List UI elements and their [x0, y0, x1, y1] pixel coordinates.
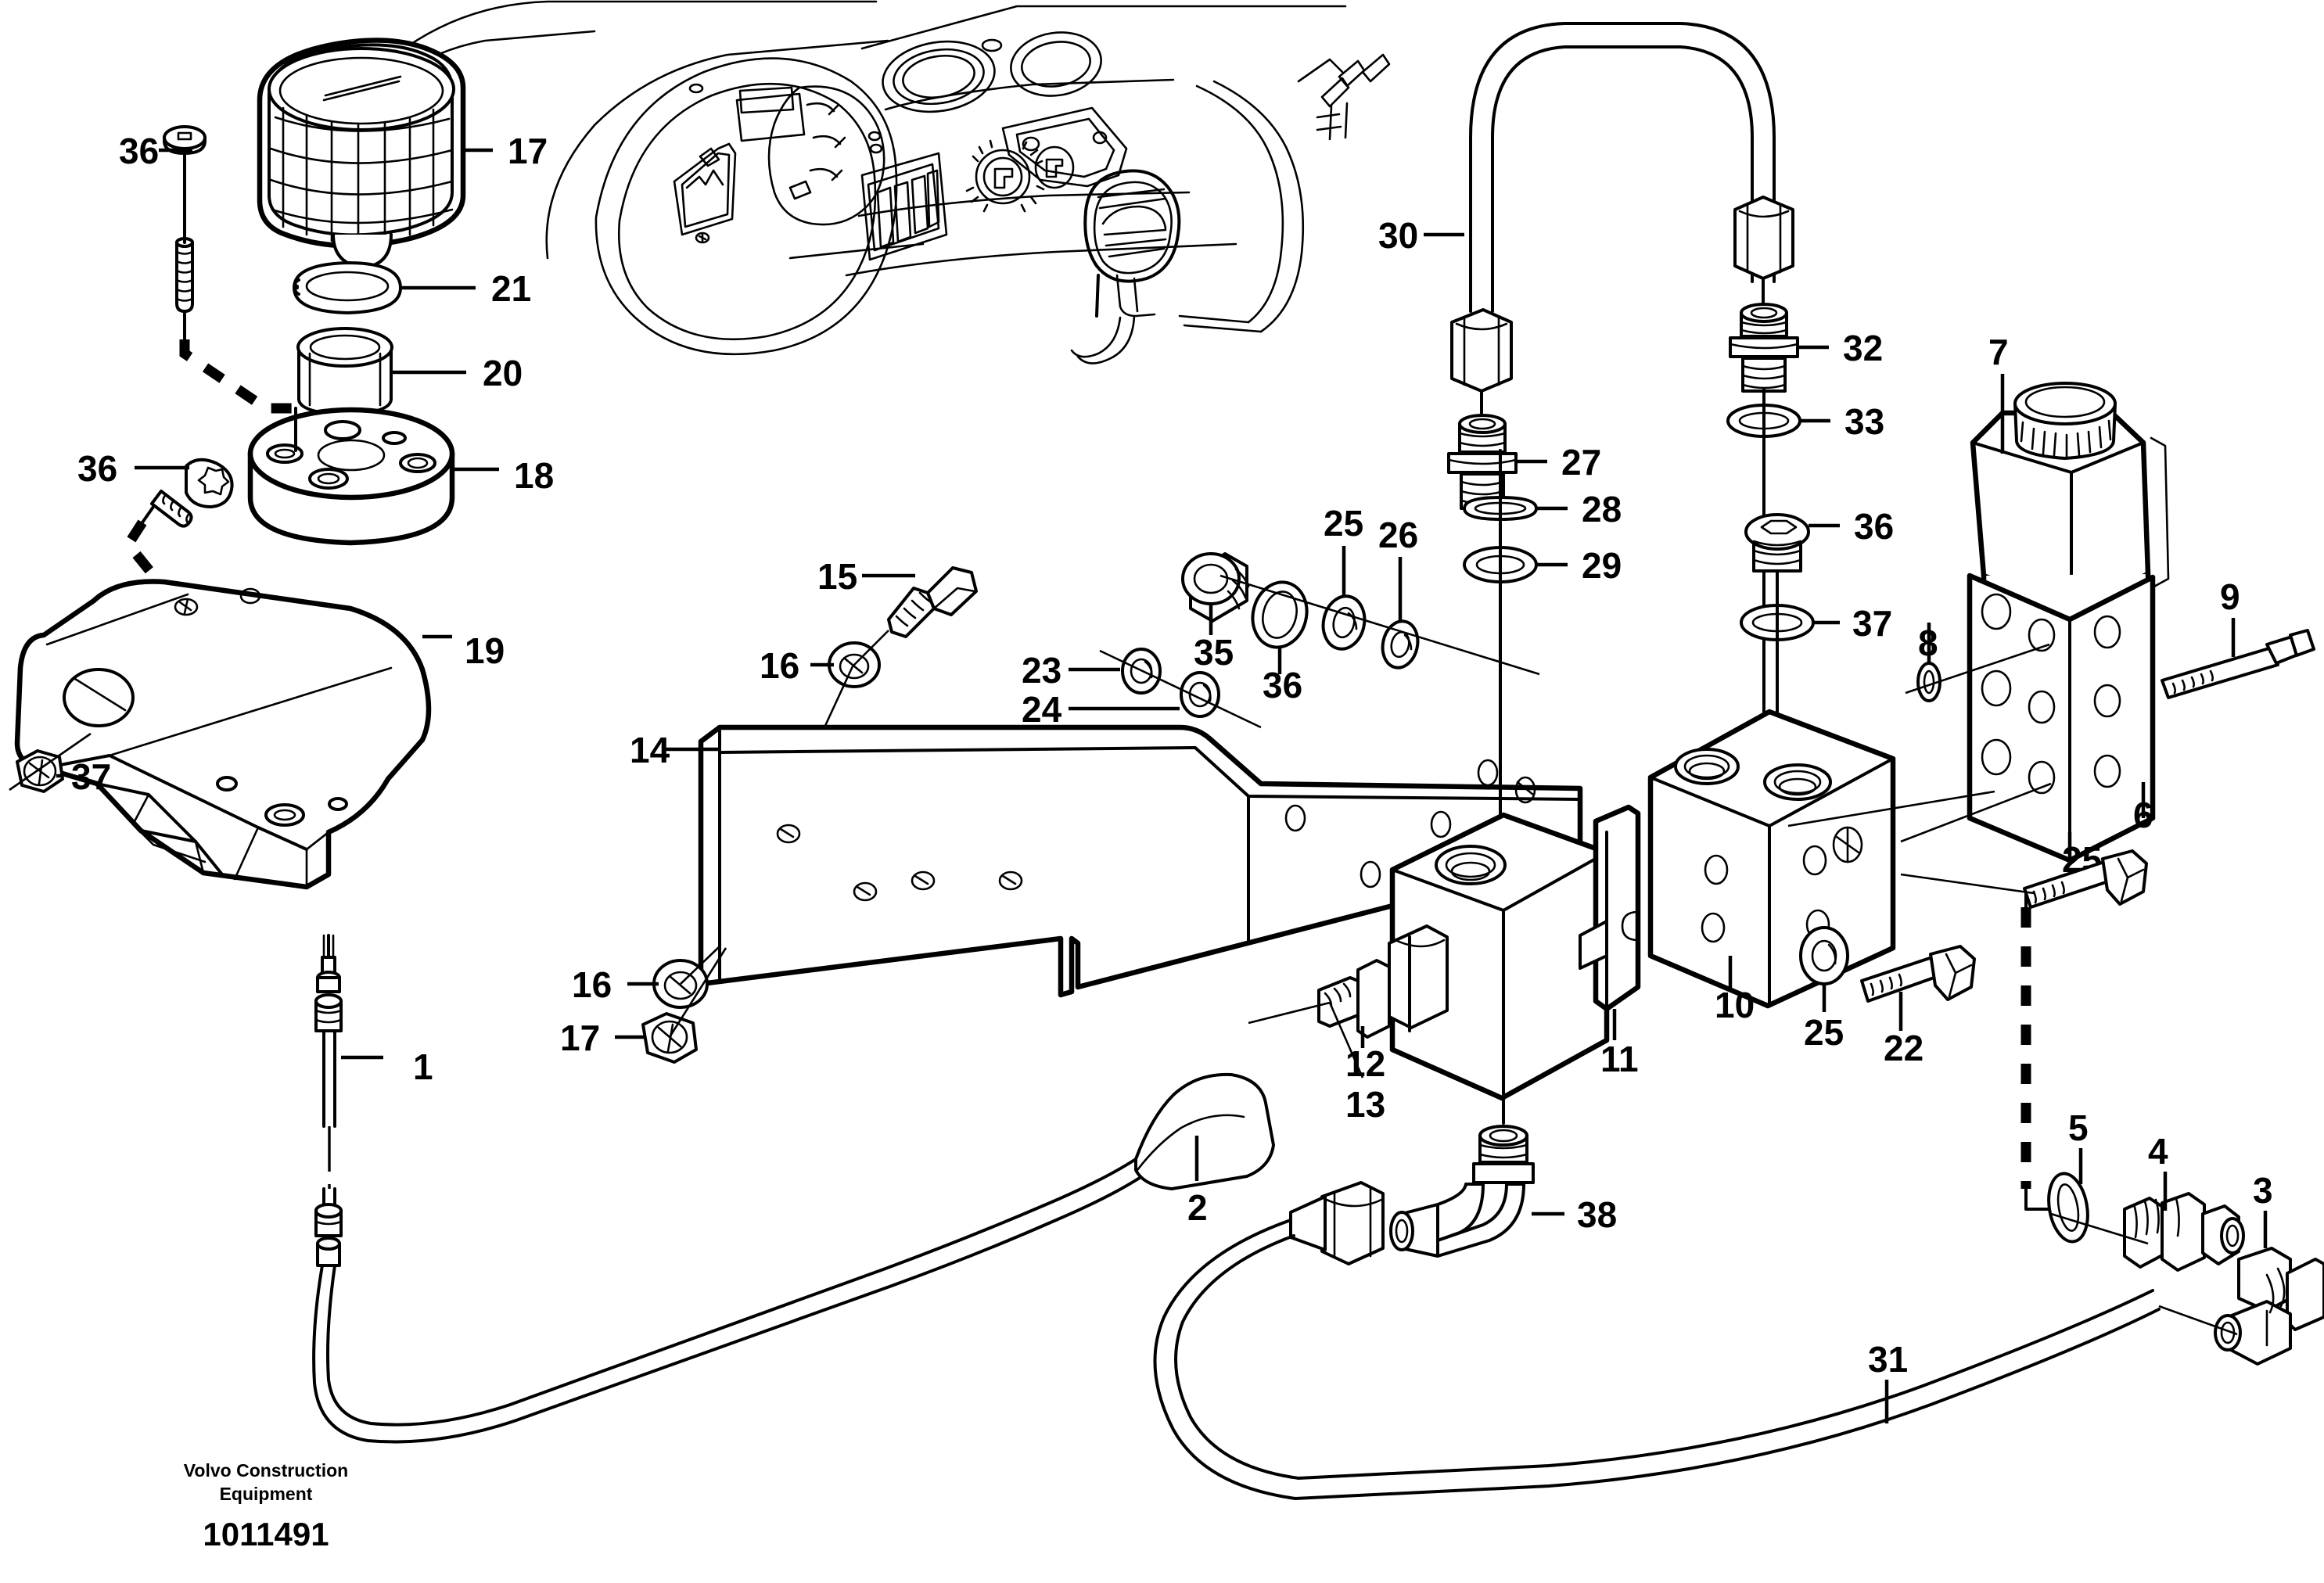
part-1-gauge-hose	[312, 934, 1144, 1444]
part-29-adapter-nipple	[1447, 389, 1518, 510]
callout-25: 24	[1022, 689, 1062, 730]
callout-21: 20	[483, 353, 523, 393]
footer-block: Volvo Construction Equipment 1011491	[184, 1460, 348, 1552]
part-34-adapter-nipple	[1729, 277, 1799, 393]
callout-34: 32	[1843, 328, 1883, 368]
part-33-hydraulic-hose	[1153, 1219, 2161, 1500]
part-9-long-bolt	[2161, 629, 2315, 699]
part-10-valve-block-upper	[1647, 709, 1896, 1009]
manufacturer-line-2: Equipment	[220, 1484, 313, 1504]
callout-15: 15	[817, 556, 857, 597]
part-2-hose-boot	[1134, 1072, 1275, 1190]
part-25-washer	[1180, 671, 1220, 718]
part-27-washer	[1321, 594, 1367, 651]
part-19-gauge-mount-disc	[247, 407, 455, 546]
callout-19: 18	[514, 455, 554, 496]
callout-17: 17	[560, 1018, 600, 1058]
callout-7: 7	[1988, 332, 2009, 372]
callout-16-lower: 16	[572, 964, 612, 1005]
part-41-elbow-fitting	[1389, 1097, 1535, 1258]
callout-37-right: 37	[1852, 603, 1892, 644]
callout-14: 14	[630, 730, 670, 770]
tube-union-nut-right	[1733, 196, 1794, 280]
part-37-sealing-ring-left	[1251, 580, 1309, 649]
callout-12: 12	[1345, 1043, 1385, 1084]
callout-35: 33	[1844, 401, 1884, 442]
callout-40: 37	[71, 756, 111, 797]
callout-29: 27	[1561, 442, 1601, 483]
callout-16-upper: 16	[760, 645, 799, 686]
part-18-pressure-gauge	[257, 38, 466, 269]
callout-23: 22	[1884, 1028, 1923, 1068]
part-38-torx-screw	[163, 125, 207, 313]
part-20-gauge-bracket	[14, 579, 432, 890]
callout-11: 11	[1600, 1039, 1639, 1079]
callout-38: 36	[119, 131, 159, 171]
callout-41: 38	[1577, 1194, 1617, 1235]
part-15-hex-bolt	[887, 566, 978, 638]
callout-2: 2	[1187, 1187, 1208, 1228]
callout-9: 9	[2220, 576, 2240, 617]
part-23-hex-bolt	[1860, 945, 1976, 1003]
callout-39: 36	[77, 448, 117, 489]
manufacturer-line-1: Volvo Construction	[184, 1460, 348, 1481]
cab-instrument-panel-inset	[294, 0, 1391, 364]
part-17-lock-nut	[641, 1012, 698, 1064]
callout-32: 30	[1378, 215, 1418, 256]
part-39-torx-screw	[150, 458, 234, 528]
callout-22: 21	[491, 268, 531, 309]
callout-25-right: 25	[1804, 1012, 1844, 1053]
part-40-lock-nut	[9, 732, 92, 793]
callout-24: 23	[1022, 650, 1061, 691]
part-14-mounting-plate	[698, 724, 1583, 998]
part-32-hydraulic-tube	[1469, 22, 1776, 313]
callout-31: 29	[1582, 545, 1622, 586]
part-5-o-ring	[2047, 1172, 2089, 1244]
hose-33-union-nut-left	[1289, 1181, 1385, 1265]
callout-36-left: 35	[1194, 632, 1234, 673]
callout-30: 28	[1582, 489, 1622, 529]
callout-13: 13	[1345, 1084, 1385, 1125]
part-12-13-fitting	[1248, 924, 1449, 1079]
part-36-socket-plug-left	[1181, 552, 1250, 623]
valve-assembly-bolt	[1900, 849, 2148, 909]
callout-8: 8	[1918, 623, 1938, 663]
part-6-valve-body	[1967, 573, 2156, 863]
part-number: 1011491	[203, 1516, 329, 1552]
part-25-washer-right	[1799, 926, 1849, 985]
callout-20: 19	[465, 630, 505, 671]
part-4-adapter-nipple	[2123, 1192, 2245, 1272]
callout-4: 4	[2148, 1131, 2168, 1172]
callout-37-left: 36	[1263, 665, 1302, 705]
callout-6: 6	[2133, 795, 2153, 835]
callout-18: 17	[508, 131, 548, 171]
tube-union-nut-left	[1450, 308, 1513, 393]
callout-28: 26	[1378, 515, 1418, 555]
part-22-retaining-ring	[293, 261, 402, 314]
callout-27: 25	[1324, 503, 1363, 544]
callout-10: 10	[1715, 985, 1755, 1025]
callout-3: 3	[2253, 1170, 2273, 1211]
part-3-tee-fitting	[2214, 1247, 2324, 1366]
callout-33: 31	[1868, 1339, 1908, 1380]
part-36-socket-plug-right	[1744, 513, 1810, 573]
callout-36-right: 36	[1854, 506, 1894, 547]
callout-5: 5	[2068, 1107, 2089, 1148]
part-21-sleeve-bushing	[296, 327, 393, 416]
callout-1: 1	[413, 1046, 433, 1087]
part-11-valve-block-lower	[1389, 804, 1641, 1101]
